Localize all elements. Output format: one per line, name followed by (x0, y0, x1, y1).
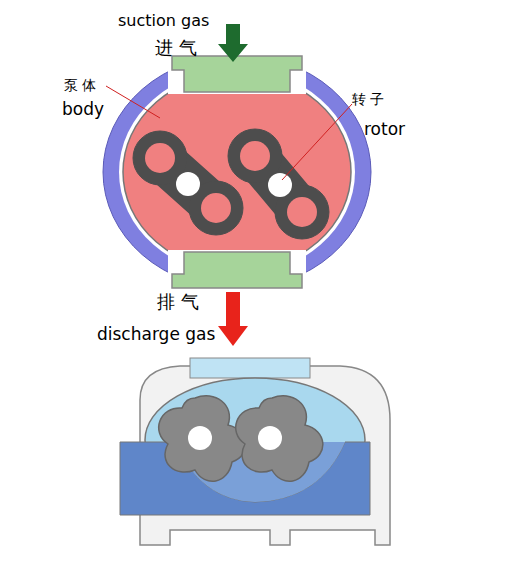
discharge-arrow (218, 292, 248, 346)
gas-label: suction gas (118, 12, 209, 30)
part-name: 转 子 (352, 92, 384, 107)
rotor-left (133, 131, 243, 235)
outlet-cut (168, 250, 306, 292)
pump-shell (103, 55, 371, 289)
gas-label: 进 气 (155, 38, 197, 58)
part-name: body (62, 100, 104, 119)
outlet-port (172, 252, 302, 288)
gas-label: 排 气 (157, 292, 199, 312)
leader-line (282, 104, 352, 180)
gas-label: discharge gas (97, 325, 215, 344)
pump-chamber (123, 73, 351, 271)
part-name: 泵 体 (64, 78, 96, 93)
part-name: rotor (364, 120, 405, 139)
inlet-port (172, 56, 302, 92)
suction-arrow (218, 24, 248, 62)
leader-line (106, 86, 160, 118)
inlet-cut (168, 52, 306, 94)
bottom-pump (120, 358, 390, 545)
top-pump (103, 52, 371, 292)
shell-gap (119, 69, 355, 275)
